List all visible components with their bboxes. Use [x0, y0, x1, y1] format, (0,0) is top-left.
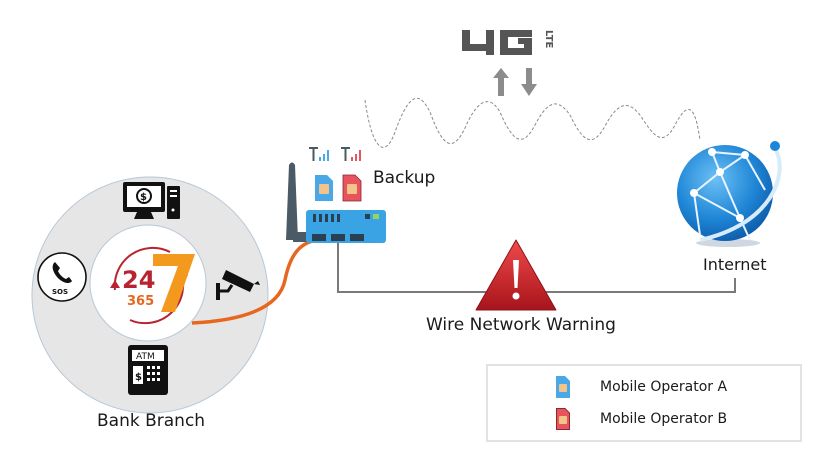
ethernet-cable: [191, 238, 319, 325]
legend-label-operator-b: Mobile Operator B: [600, 411, 728, 427]
legend: Mobile Operator A Mobile Operator B: [486, 364, 802, 442]
cctv-camera-icon: [216, 270, 260, 300]
sim-card-operator-b-icon: [556, 408, 570, 430]
legend-item-operator-a: Mobile Operator A: [556, 376, 727, 398]
sim-card-operator-b-icon: [342, 174, 362, 202]
legend-item-operator-b: Mobile Operator B: [556, 408, 727, 430]
4g-lte-icon: LTE: [462, 30, 554, 55]
svg-text:$: $: [140, 192, 147, 203]
svg-text:24: 24: [122, 266, 155, 294]
svg-text:LTE: LTE: [543, 30, 554, 49]
internet-globe-icon: [677, 141, 782, 247]
wireless-signal-wave: [364, 97, 701, 148]
bank-branch-label: Bank Branch: [97, 411, 206, 431]
svg-text:365: 365: [127, 294, 154, 309]
sim-card-operator-a-icon: [556, 376, 570, 398]
svg-text:$: $: [135, 372, 142, 383]
computer-dollar-icon: $: [123, 182, 180, 219]
signal-bars-operator-a-icon: [309, 147, 329, 161]
signal-bars-operator-b-icon: [341, 147, 361, 161]
24-7-365-badge-icon: 24 365: [110, 246, 195, 325]
warning-label: Wire Network Warning: [426, 315, 616, 335]
svg-text:ATM: ATM: [136, 352, 155, 362]
bank-branch-node: [31, 176, 269, 414]
svg-text:SOS: SOS: [52, 288, 68, 296]
atm-icon: ATM $: [128, 345, 168, 395]
internet-label: Internet: [703, 255, 767, 274]
upload-download-arrows-icon: [493, 68, 537, 96]
router-backup-label: Backup: [373, 168, 436, 188]
legend-label-operator-a: Mobile Operator A: [600, 379, 728, 395]
sos-phone-icon: SOS: [37, 252, 87, 302]
sim-card-operator-a-icon: [315, 175, 333, 201]
router-icon: [286, 162, 386, 243]
warning-icon: [475, 239, 557, 311]
